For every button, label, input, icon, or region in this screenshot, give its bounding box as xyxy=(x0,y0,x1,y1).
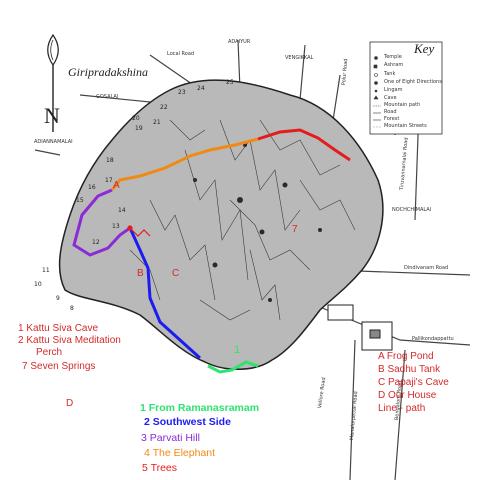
map-number-1: 1 xyxy=(234,344,241,356)
left-legend-item: Perch xyxy=(36,347,63,358)
hill-peaks xyxy=(193,143,322,302)
left-legend-item: 7 Seven Springs xyxy=(22,361,96,372)
key-item: Cave xyxy=(384,95,397,101)
route-legend-2: 2 Southwest Side xyxy=(144,416,231,428)
mountain-outline xyxy=(58,79,384,370)
place-gosalai: GOSALAI xyxy=(96,94,119,100)
key-item: Mountain Streets xyxy=(384,123,427,129)
left-legend-item: 1 Kattu Siva Cave xyxy=(18,323,99,334)
route-legend-3: 3 Parvati Hill xyxy=(141,432,200,444)
map-letter-a: A xyxy=(113,180,120,191)
key-item: Ashram xyxy=(384,62,404,68)
route-legend-4: 4 The Elephant xyxy=(144,447,216,459)
key-box xyxy=(369,41,443,135)
key-item: Forest xyxy=(384,116,400,122)
key-title: Key xyxy=(414,41,435,56)
svg-text:N: N xyxy=(44,103,60,128)
landmark-number: 13 xyxy=(112,223,120,230)
route-3-path xyxy=(72,188,131,257)
landmark-number: 11 xyxy=(42,267,50,274)
landmark-number: 18 xyxy=(106,157,114,164)
place-local-road: Local Road xyxy=(167,51,195,57)
landmark-number: 12 xyxy=(92,239,100,246)
place-adaiyur: ADAIYUR xyxy=(228,39,251,45)
route-junction xyxy=(127,225,151,237)
landmark-number: 8 xyxy=(70,305,74,312)
key-item: Mountain path xyxy=(384,102,421,108)
place-adiannamalai: ADIANNAMALAI xyxy=(34,139,73,145)
right-legend-item: A Frog Pond xyxy=(378,351,434,362)
hill-texture xyxy=(129,119,356,321)
route-legend-1: 1 From Ramanasramam xyxy=(140,402,260,414)
right-legend-item: B Sadhu Tank xyxy=(378,364,441,375)
left-legend-item: 2 Kattu Siva Meditation xyxy=(18,335,121,346)
key-item: Tank xyxy=(384,71,396,77)
right-legend-item: D Our House xyxy=(378,390,437,401)
place-dindivanam-road: Dindivanam Road xyxy=(404,265,449,271)
key-symbols xyxy=(373,56,381,128)
right-legend-item: Line - path xyxy=(378,403,426,414)
landmark-number: 16 xyxy=(88,184,96,191)
key-item: Temple xyxy=(384,54,402,60)
landmark-number: 19 xyxy=(135,125,143,132)
landmark-number: 17 xyxy=(105,177,113,184)
landmark-number: 20 xyxy=(132,115,140,122)
landmark-number: 9 xyxy=(56,295,60,302)
map-number-7: 7 xyxy=(292,224,298,235)
map-letter-b: B xyxy=(137,268,144,279)
place-vengikkal: VENGIKKAL xyxy=(285,55,314,61)
landmark-number: 25 xyxy=(226,79,234,86)
marker-d: D xyxy=(66,398,74,409)
map-letter-c: C xyxy=(172,268,180,279)
route-4-path xyxy=(110,137,259,191)
place-nochchimalai: NOCHCHIMALAI xyxy=(392,207,432,213)
compass-icon: N xyxy=(44,33,60,132)
landmark-number: 24 xyxy=(197,85,205,92)
key-item: Road xyxy=(384,109,397,115)
route-legend-5: 5 Trees xyxy=(142,462,178,474)
landmark-number: 14 xyxy=(118,207,126,214)
route-1-path xyxy=(207,360,259,374)
ramanasramam-complex xyxy=(327,304,393,351)
landmark-number: 21 xyxy=(153,119,161,126)
key-item: One of Eight Directions xyxy=(384,79,442,85)
right-legend-item: C Papaji's Cave xyxy=(378,377,449,388)
map-title: Giripradakshina xyxy=(68,65,149,79)
key-item: Lingam xyxy=(384,87,403,93)
landmark-number: 15 xyxy=(76,197,84,204)
landmark-number: 10 xyxy=(34,281,42,288)
landmark-number: 22 xyxy=(160,104,168,111)
route-2-path xyxy=(128,227,202,360)
route-5-path xyxy=(257,128,351,162)
landmark-number: 23 xyxy=(178,89,186,96)
place-pallikondapattu: Pallikondappattu xyxy=(412,336,454,342)
